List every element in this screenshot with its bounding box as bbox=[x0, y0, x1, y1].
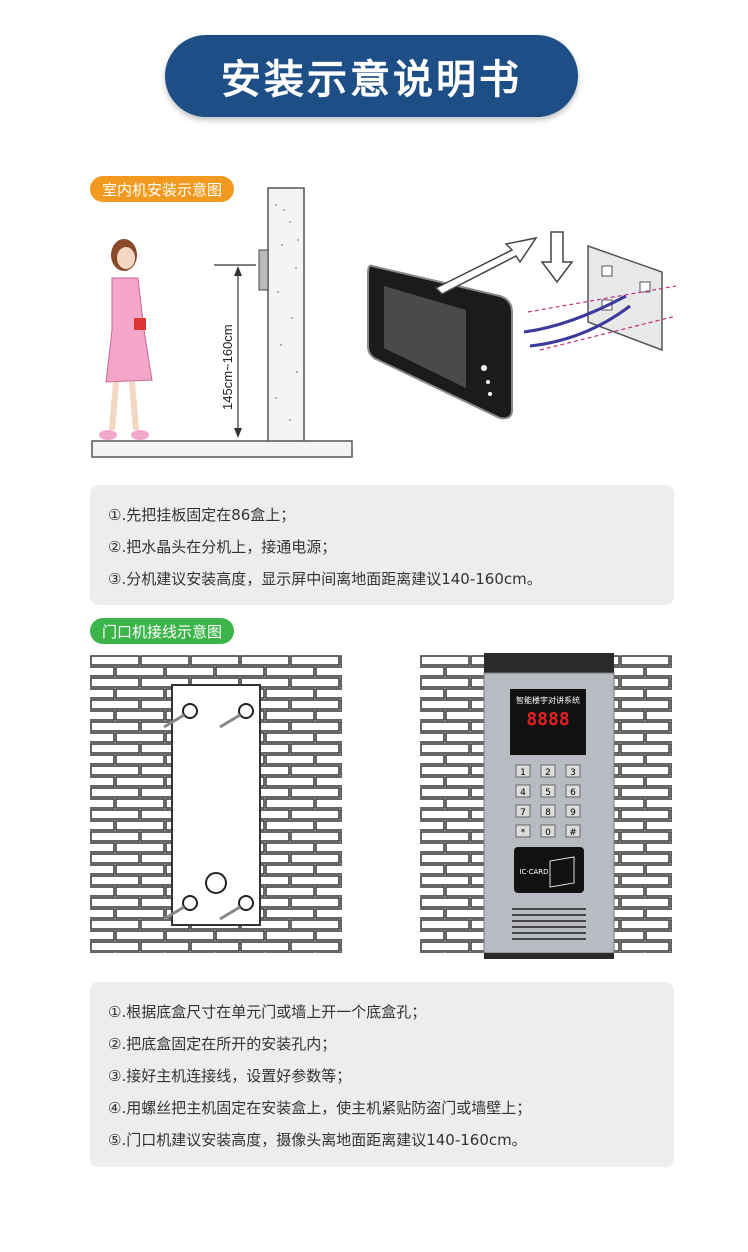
screw-hole bbox=[238, 703, 254, 719]
note-line: ③.分机建议安装高度，显示屏中间离地面距离建议140-160cm。 bbox=[108, 570, 542, 588]
keypad: 1 2 3 4 5 6 7 8 9 * 0 # bbox=[515, 764, 581, 838]
speaker-grille bbox=[512, 908, 586, 940]
key: 4 bbox=[520, 788, 526, 798]
indoor-monitor bbox=[367, 264, 513, 420]
note-line: ④.用螺丝把主机固定在安装盒上，使主机紧贴防盗门或墙壁上； bbox=[108, 1099, 532, 1117]
indoor-install-tag: 室内机安装示意图 bbox=[90, 176, 235, 202]
panel-title: 智能楼宇对讲系统 bbox=[516, 695, 580, 705]
key: 7 bbox=[520, 808, 526, 818]
screw-hole bbox=[238, 895, 254, 911]
card-reader-label: IC·CARD bbox=[519, 868, 548, 876]
key: 1 bbox=[520, 768, 526, 778]
key: * bbox=[521, 828, 526, 838]
page-title: 安装示意说明书 bbox=[165, 35, 578, 117]
wall bbox=[267, 187, 305, 444]
key: 3 bbox=[570, 768, 576, 778]
key: 8 bbox=[545, 808, 551, 818]
key: 6 bbox=[570, 788, 576, 798]
key: 9 bbox=[570, 808, 576, 818]
door-intercom-panel: 智能楼宇对讲系统 8888 1 2 3 4 5 6 7 8 9 * 0 # IC… bbox=[483, 653, 615, 959]
door-wiring-tag: 门口机接线示意图 bbox=[90, 618, 235, 644]
person-figure bbox=[99, 239, 153, 440]
key: # bbox=[569, 828, 577, 838]
arrow-icon bbox=[434, 231, 574, 295]
mounting-plate bbox=[523, 244, 677, 352]
note-line: ⑤.门口机建议安装高度，摄像头离地面距离建议140-160cm。 bbox=[108, 1131, 527, 1149]
brick-wall-with-box bbox=[90, 655, 342, 953]
note-line: ②.把底盒固定在所开的安装孔内； bbox=[108, 1035, 337, 1053]
cable-hole bbox=[205, 872, 227, 894]
note-line: ②.把水晶头在分机上，接通电源； bbox=[108, 538, 337, 556]
panel-display: 8888 bbox=[526, 709, 569, 730]
indoor-install-notes: ①.先把挂板固定在86盒上； ②.把水晶头在分机上，接通电源； ③.分机建议安装… bbox=[90, 485, 674, 605]
brick-wall-with-panel: 智能楼宇对讲系统 8888 1 2 3 4 5 6 7 8 9 * 0 # IC… bbox=[420, 653, 672, 959]
screw-hole bbox=[182, 703, 198, 719]
floor bbox=[91, 440, 353, 458]
mounted-device bbox=[258, 249, 269, 291]
page-title-text: 安装示意说明书 bbox=[221, 57, 522, 103]
note-line: ①.先把挂板固定在86盒上； bbox=[108, 506, 296, 524]
note-line: ①.根据底盒尺寸在单元门或墙上开一个底盒孔； bbox=[108, 1003, 427, 1021]
screw-hole bbox=[182, 895, 198, 911]
indoor-install-diagram: 145cm~160cm bbox=[91, 187, 677, 458]
key: 0 bbox=[545, 828, 551, 838]
key: 5 bbox=[545, 788, 551, 798]
note-line: ③.接好主机连接线，设置好参数等； bbox=[108, 1067, 352, 1085]
height-label: 145cm~160cm bbox=[220, 324, 235, 410]
door-wiring-notes: ①.根据底盒尺寸在单元门或墙上开一个底盒孔； ②.把底盒固定在所开的安装孔内； … bbox=[90, 982, 674, 1167]
key: 2 bbox=[545, 768, 551, 778]
